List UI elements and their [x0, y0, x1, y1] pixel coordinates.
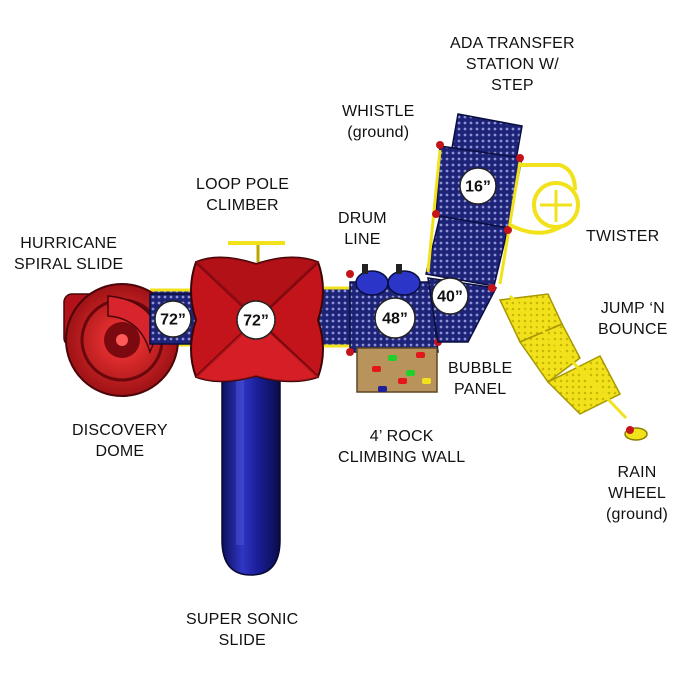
label-rain-wheel: RAIN WHEEL (ground) [606, 464, 669, 523]
super-sonic-slide [221, 359, 281, 576]
corner-deck: 40” [427, 277, 498, 343]
label-hurricane-spiral-slide: HURRICANE SPIRAL SLIDE [14, 235, 124, 273]
center-deck-height: 48” [382, 311, 408, 328]
corner-deck-height: 40” [437, 289, 463, 306]
label-loop-pole-climber: LOOP POLE CLIMBER [196, 176, 290, 214]
rock-climbing-wall [356, 347, 438, 393]
label-drum-line: DRUM LINE [338, 210, 387, 248]
ada-transfer-station: 16” [425, 113, 524, 287]
label-super-sonic-slide: SUPER SONIC SLIDE [186, 611, 299, 649]
label-ada-transfer-station: ADA TRANSFER STATION W/ STEP [450, 35, 575, 94]
label-rock-climbing-wall: 4’ ROCK CLIMBING WALL [338, 428, 466, 466]
label-twister: TWISTER [586, 228, 660, 245]
drum-line [355, 264, 421, 296]
jump-n-bounce [498, 293, 628, 420]
rain-wheel [624, 426, 648, 441]
label-bubble-panel: BUBBLE PANEL [448, 360, 513, 398]
twister [509, 163, 580, 235]
label-jump-n-bounce: JUMP ‘N BOUNCE [598, 300, 668, 338]
spiral-deck-height: 72” [160, 312, 186, 329]
discovery-dome [116, 334, 128, 346]
roof-deck: 72” [190, 256, 324, 383]
roof-deck-height: 72” [243, 313, 269, 330]
label-whistle: WHISTLE (ground) [342, 103, 415, 141]
ada-deck-height: 16” [465, 179, 491, 196]
loop-pole-climber [228, 241, 285, 262]
label-discovery-dome: DISCOVERY DOME [72, 422, 168, 460]
